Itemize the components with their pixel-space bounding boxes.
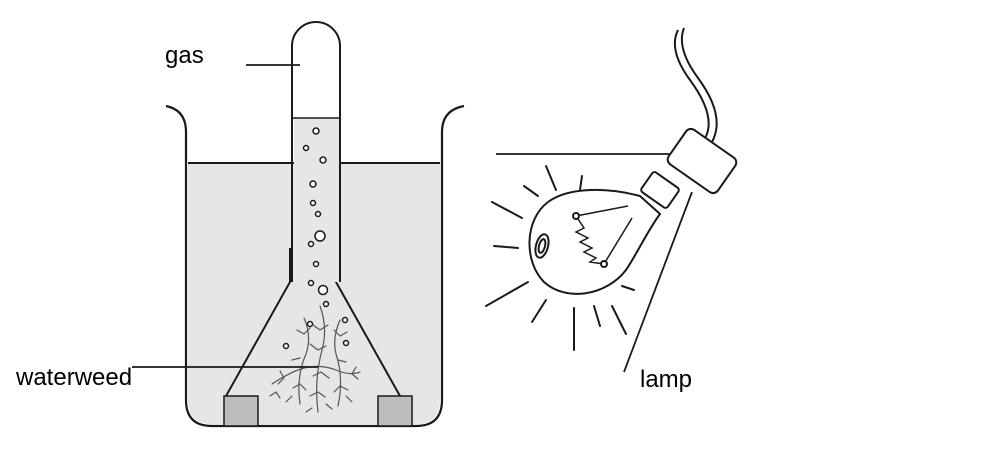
light-ray [491, 201, 523, 219]
light-ray [579, 175, 583, 191]
bubble [342, 339, 350, 347]
bubble [314, 230, 326, 242]
support-block-right [377, 395, 413, 427]
bubble [307, 240, 315, 248]
lamp-cord [674, 29, 710, 141]
bubble [302, 144, 310, 152]
lamp-filament [574, 205, 633, 265]
funnel-cone-fill [226, 248, 400, 396]
waterweed-label: waterweed [16, 364, 133, 391]
gas-label: gas [165, 42, 204, 69]
bubble [309, 199, 317, 207]
bubble [314, 210, 322, 218]
bubble [322, 300, 330, 308]
bubble [319, 156, 327, 164]
bubble [282, 342, 290, 350]
light-ray [485, 281, 529, 307]
light-ray [523, 185, 539, 197]
lamp-label: lamp [640, 366, 693, 393]
lamp-neck [640, 171, 680, 209]
bubble [317, 284, 329, 296]
bubble [307, 279, 315, 287]
light-ray [621, 285, 635, 291]
test-tube [291, 21, 341, 282]
waterweed-icon [269, 305, 361, 413]
light-ray [545, 165, 557, 191]
lamp-leader-line [623, 191, 693, 373]
support-block-left [223, 395, 259, 427]
test-tube-water [294, 118, 340, 282]
light-ray [531, 299, 547, 323]
gas-bubbles [282, 127, 350, 350]
bubble [312, 260, 320, 268]
lamp-glass [528, 189, 662, 295]
bubble [309, 180, 317, 188]
bubble [341, 316, 349, 324]
light-ray [611, 305, 627, 335]
bubble [306, 320, 314, 328]
bubble [312, 127, 320, 135]
beaker [165, 104, 465, 428]
light-ray [593, 305, 601, 327]
lamp-socket [666, 127, 738, 195]
light-ray [493, 245, 519, 249]
light-bulb-icon [528, 27, 738, 295]
light-rays [485, 165, 635, 351]
